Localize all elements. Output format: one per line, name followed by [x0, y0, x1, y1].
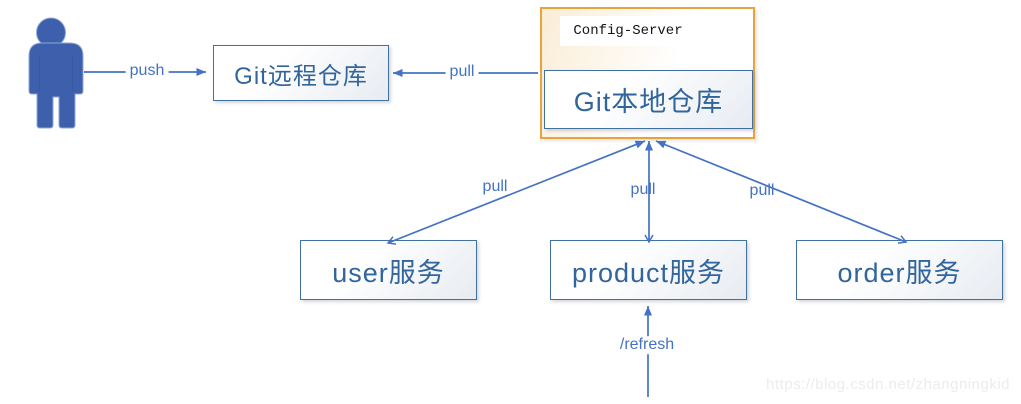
- node-git-local-repo: Git本地仓库: [544, 70, 753, 129]
- edge-label-pull-order: pull: [749, 182, 775, 200]
- edge-label-pull-remote: pull: [445, 63, 479, 81]
- person-icon: [28, 17, 84, 129]
- node-user-service: user服务: [300, 240, 477, 300]
- watermark: https://blog.csdn.net/zhangningkid: [766, 376, 1010, 393]
- edge-label-refresh: /refresh: [615, 336, 679, 354]
- edge-label-push: push: [125, 62, 169, 80]
- config-server-title: Config-Server: [560, 16, 696, 46]
- node-product-service: product服务: [550, 240, 747, 300]
- edge-label-pull-user: pull: [482, 178, 508, 196]
- edge-label-pull-product: pull: [630, 181, 656, 199]
- edge-pull-user-line: [386, 140, 646, 245]
- node-order-service: order服务: [796, 240, 1003, 300]
- node-git-remote-repo: Git远程仓库: [213, 45, 389, 101]
- edge-pull-order-line: [655, 140, 908, 244]
